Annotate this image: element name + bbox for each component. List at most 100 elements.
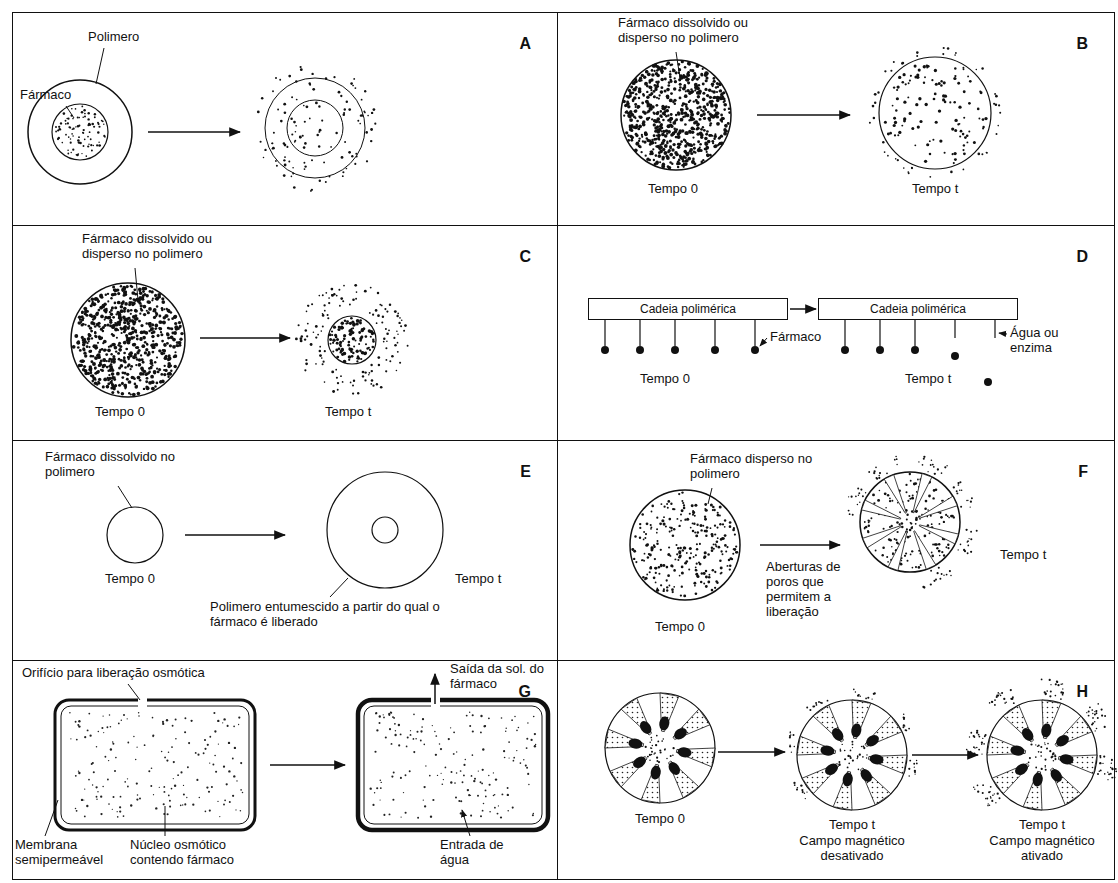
- drug-particle: [633, 96, 637, 100]
- drug-particle: [169, 364, 172, 367]
- drug-particle: [674, 77, 676, 79]
- drug-particle: [167, 337, 170, 340]
- drug-particle: [910, 75, 912, 77]
- drug-molecule: [911, 346, 919, 354]
- drug-particle: [332, 350, 334, 352]
- drug-particle: [682, 502, 684, 504]
- drug-particle: [669, 161, 672, 164]
- drug-particle: [294, 141, 296, 143]
- drug-particle: [126, 336, 129, 339]
- drug-particle: [714, 114, 717, 117]
- drug-particle: [982, 118, 985, 121]
- drug-particle: [669, 153, 673, 157]
- drug-particle: [705, 109, 707, 111]
- drug-particle: [357, 120, 359, 122]
- drug-particle: [646, 104, 649, 107]
- drug-particle: [655, 154, 658, 157]
- drug-particle: [649, 143, 652, 146]
- drug-particle: [288, 161, 290, 163]
- drug-particle: [667, 114, 669, 116]
- drug-bond: [714, 320, 715, 346]
- drug-particle: [896, 85, 899, 88]
- drug-particle: [636, 120, 639, 123]
- drug-particle: [693, 143, 696, 146]
- drug-particle: [91, 380, 94, 383]
- drug-particle: [923, 65, 926, 68]
- drug-particle: [385, 328, 387, 330]
- drug-particle: [629, 118, 633, 122]
- drug-particle: [378, 364, 380, 366]
- drug-particle: [118, 384, 121, 387]
- drug-particle: [905, 83, 907, 85]
- drug-particle: [178, 341, 181, 344]
- drug-particle: [645, 70, 648, 73]
- cleaved-bond: [994, 320, 995, 338]
- drug-particle: [909, 80, 911, 82]
- drug-particle: [923, 82, 925, 84]
- drug-particle: [296, 99, 298, 101]
- drug-particle: [87, 112, 89, 114]
- drug-particle: [661, 116, 663, 118]
- drug-particle: [680, 118, 684, 122]
- drug-particle: [98, 309, 101, 312]
- drug-particle: [304, 121, 306, 123]
- drug-particle: [159, 327, 163, 331]
- drug-particle: [652, 65, 654, 67]
- drug-particle: [724, 526, 726, 528]
- drug-particle: [167, 318, 169, 320]
- drug-particle: [150, 329, 152, 331]
- leader-line: [118, 486, 132, 508]
- drug-particle: [997, 125, 999, 127]
- polymer-sphere: [328, 316, 376, 364]
- drug-particle: [700, 136, 703, 139]
- drug-particle: [100, 315, 104, 319]
- drug-particle: [723, 103, 727, 107]
- drug-particle: [164, 356, 168, 360]
- drug-particle: [704, 503, 707, 506]
- drug-particle: [136, 346, 139, 349]
- drug-particle: [938, 109, 941, 112]
- polymer-sphere: [621, 60, 731, 170]
- drug-particle: [342, 340, 344, 342]
- drug-particle: [173, 331, 177, 335]
- drug-particle: [288, 75, 291, 78]
- drug-particle: [123, 319, 125, 321]
- drug-particle: [954, 67, 957, 70]
- drug-particle: [315, 336, 317, 338]
- drug-particle: [636, 126, 639, 129]
- drug-particle: [662, 156, 665, 159]
- drug-particle: [716, 105, 718, 107]
- drug-particle: [78, 136, 80, 138]
- drug-particle: [360, 115, 362, 117]
- drug-particle: [81, 312, 83, 314]
- drug-particle: [84, 354, 87, 357]
- drug-particle: [986, 152, 988, 154]
- drug-particle: [713, 145, 717, 149]
- drug-particle: [716, 112, 720, 116]
- drug-particle: [706, 94, 709, 97]
- drug-particle: [638, 137, 640, 139]
- drug-particle: [981, 67, 983, 69]
- drug-particle: [129, 303, 132, 306]
- drug-particle: [115, 350, 117, 352]
- drug-particle: [892, 105, 894, 107]
- drug-particle: [684, 94, 688, 98]
- drug-particle: [684, 131, 688, 135]
- polymer-sphere: [71, 283, 185, 397]
- drug-particle: [638, 124, 642, 128]
- drug-particle: [321, 120, 323, 122]
- drug-particle: [958, 106, 961, 109]
- drug-particle: [123, 352, 126, 355]
- drug-particle: [129, 297, 132, 300]
- drug-particle: [341, 322, 345, 326]
- drug-particle: [666, 88, 670, 92]
- drug-particle: [168, 337, 170, 339]
- drug-particle: [963, 90, 966, 93]
- drug-particle: [136, 358, 139, 361]
- drug-particle: [704, 137, 708, 141]
- drug-molecule: [601, 346, 609, 354]
- drug-particle: [128, 325, 130, 327]
- drug-particle: [675, 114, 678, 117]
- drug-particle: [364, 112, 366, 114]
- drug-particle: [305, 362, 308, 365]
